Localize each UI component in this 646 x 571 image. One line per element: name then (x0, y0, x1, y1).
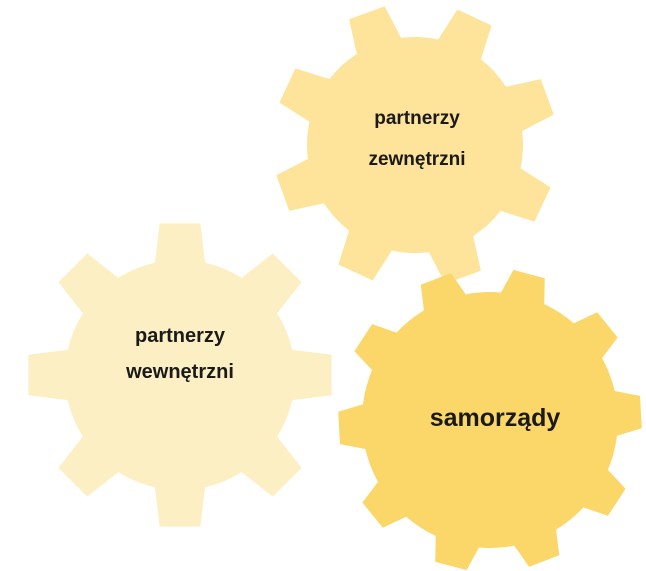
gear-label-government-line1: samorządy (429, 404, 561, 432)
gear-samorzady (338, 269, 642, 571)
gear-label-internal-line2: wewnętrzni (126, 361, 234, 383)
gear-label-external-line1: partnerzy (374, 108, 460, 129)
gear-label-internal: partnerzy wewnętrzni (85, 318, 275, 390)
gear-partnerzy-wewnetrzni (28, 223, 332, 527)
gear-label-government: samorządy (395, 400, 595, 436)
gear-partnerzy-zewnetrzni (276, 6, 554, 284)
gear-label-external-line2: zewnętrzni (368, 149, 466, 170)
gear-label-external: partnerzy zewnętrzni (327, 98, 507, 180)
gear-label-internal-line1: partnerzy (134, 325, 226, 347)
